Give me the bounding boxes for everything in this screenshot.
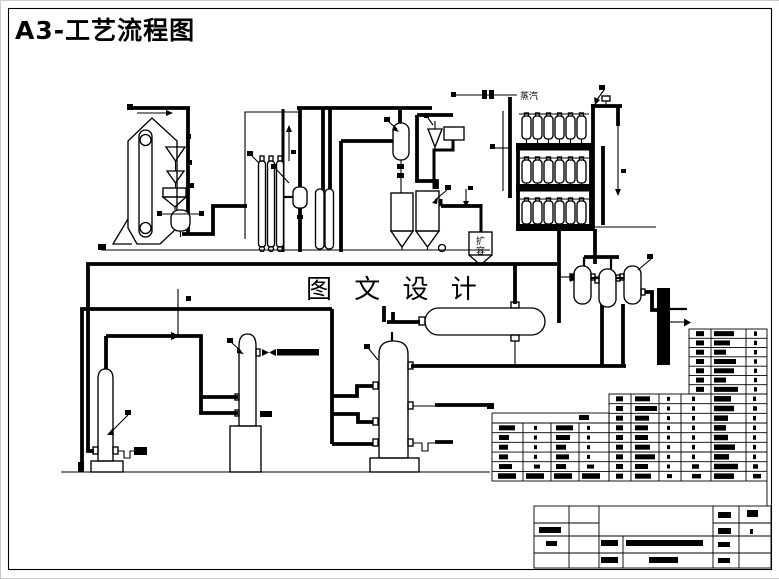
steam-label: 蒸汽	[520, 90, 538, 102]
capsule-exchanger-train	[557, 254, 658, 366]
stream-data-table	[487, 403, 610, 482]
expander-label-bottom: 容	[476, 245, 485, 257]
title-block	[533, 505, 772, 569]
tube-bundle-exchanger	[257, 155, 285, 253]
drawing-border	[7, 7, 773, 571]
converter-battery	[490, 85, 656, 264]
watermark-text: 图 文 设 计	[306, 275, 484, 305]
horizontal-condenser	[418, 301, 546, 342]
interstage-vessel	[271, 164, 308, 250]
equipment-table-upper	[688, 328, 768, 395]
vertical-drum	[384, 117, 410, 193]
hopper-vessels	[389, 185, 451, 253]
converter-cylinder-rows	[516, 112, 594, 231]
twin-columns	[314, 188, 335, 250]
filter-bar	[657, 288, 691, 365]
expander-label-top: 扩	[476, 235, 485, 247]
column-b	[227, 333, 319, 473]
main-column	[364, 340, 420, 473]
cyclone-train	[157, 134, 204, 237]
column-a	[90, 368, 147, 473]
sheet-title: A3-工艺流程图	[15, 16, 195, 45]
elevator-furnace	[111, 117, 178, 245]
equipment-table-main	[608, 393, 768, 482]
feeder-funnel-and-box	[424, 113, 465, 152]
steam-line: 蒸汽	[451, 90, 538, 102]
expander-vessel: 扩 容	[468, 231, 493, 266]
